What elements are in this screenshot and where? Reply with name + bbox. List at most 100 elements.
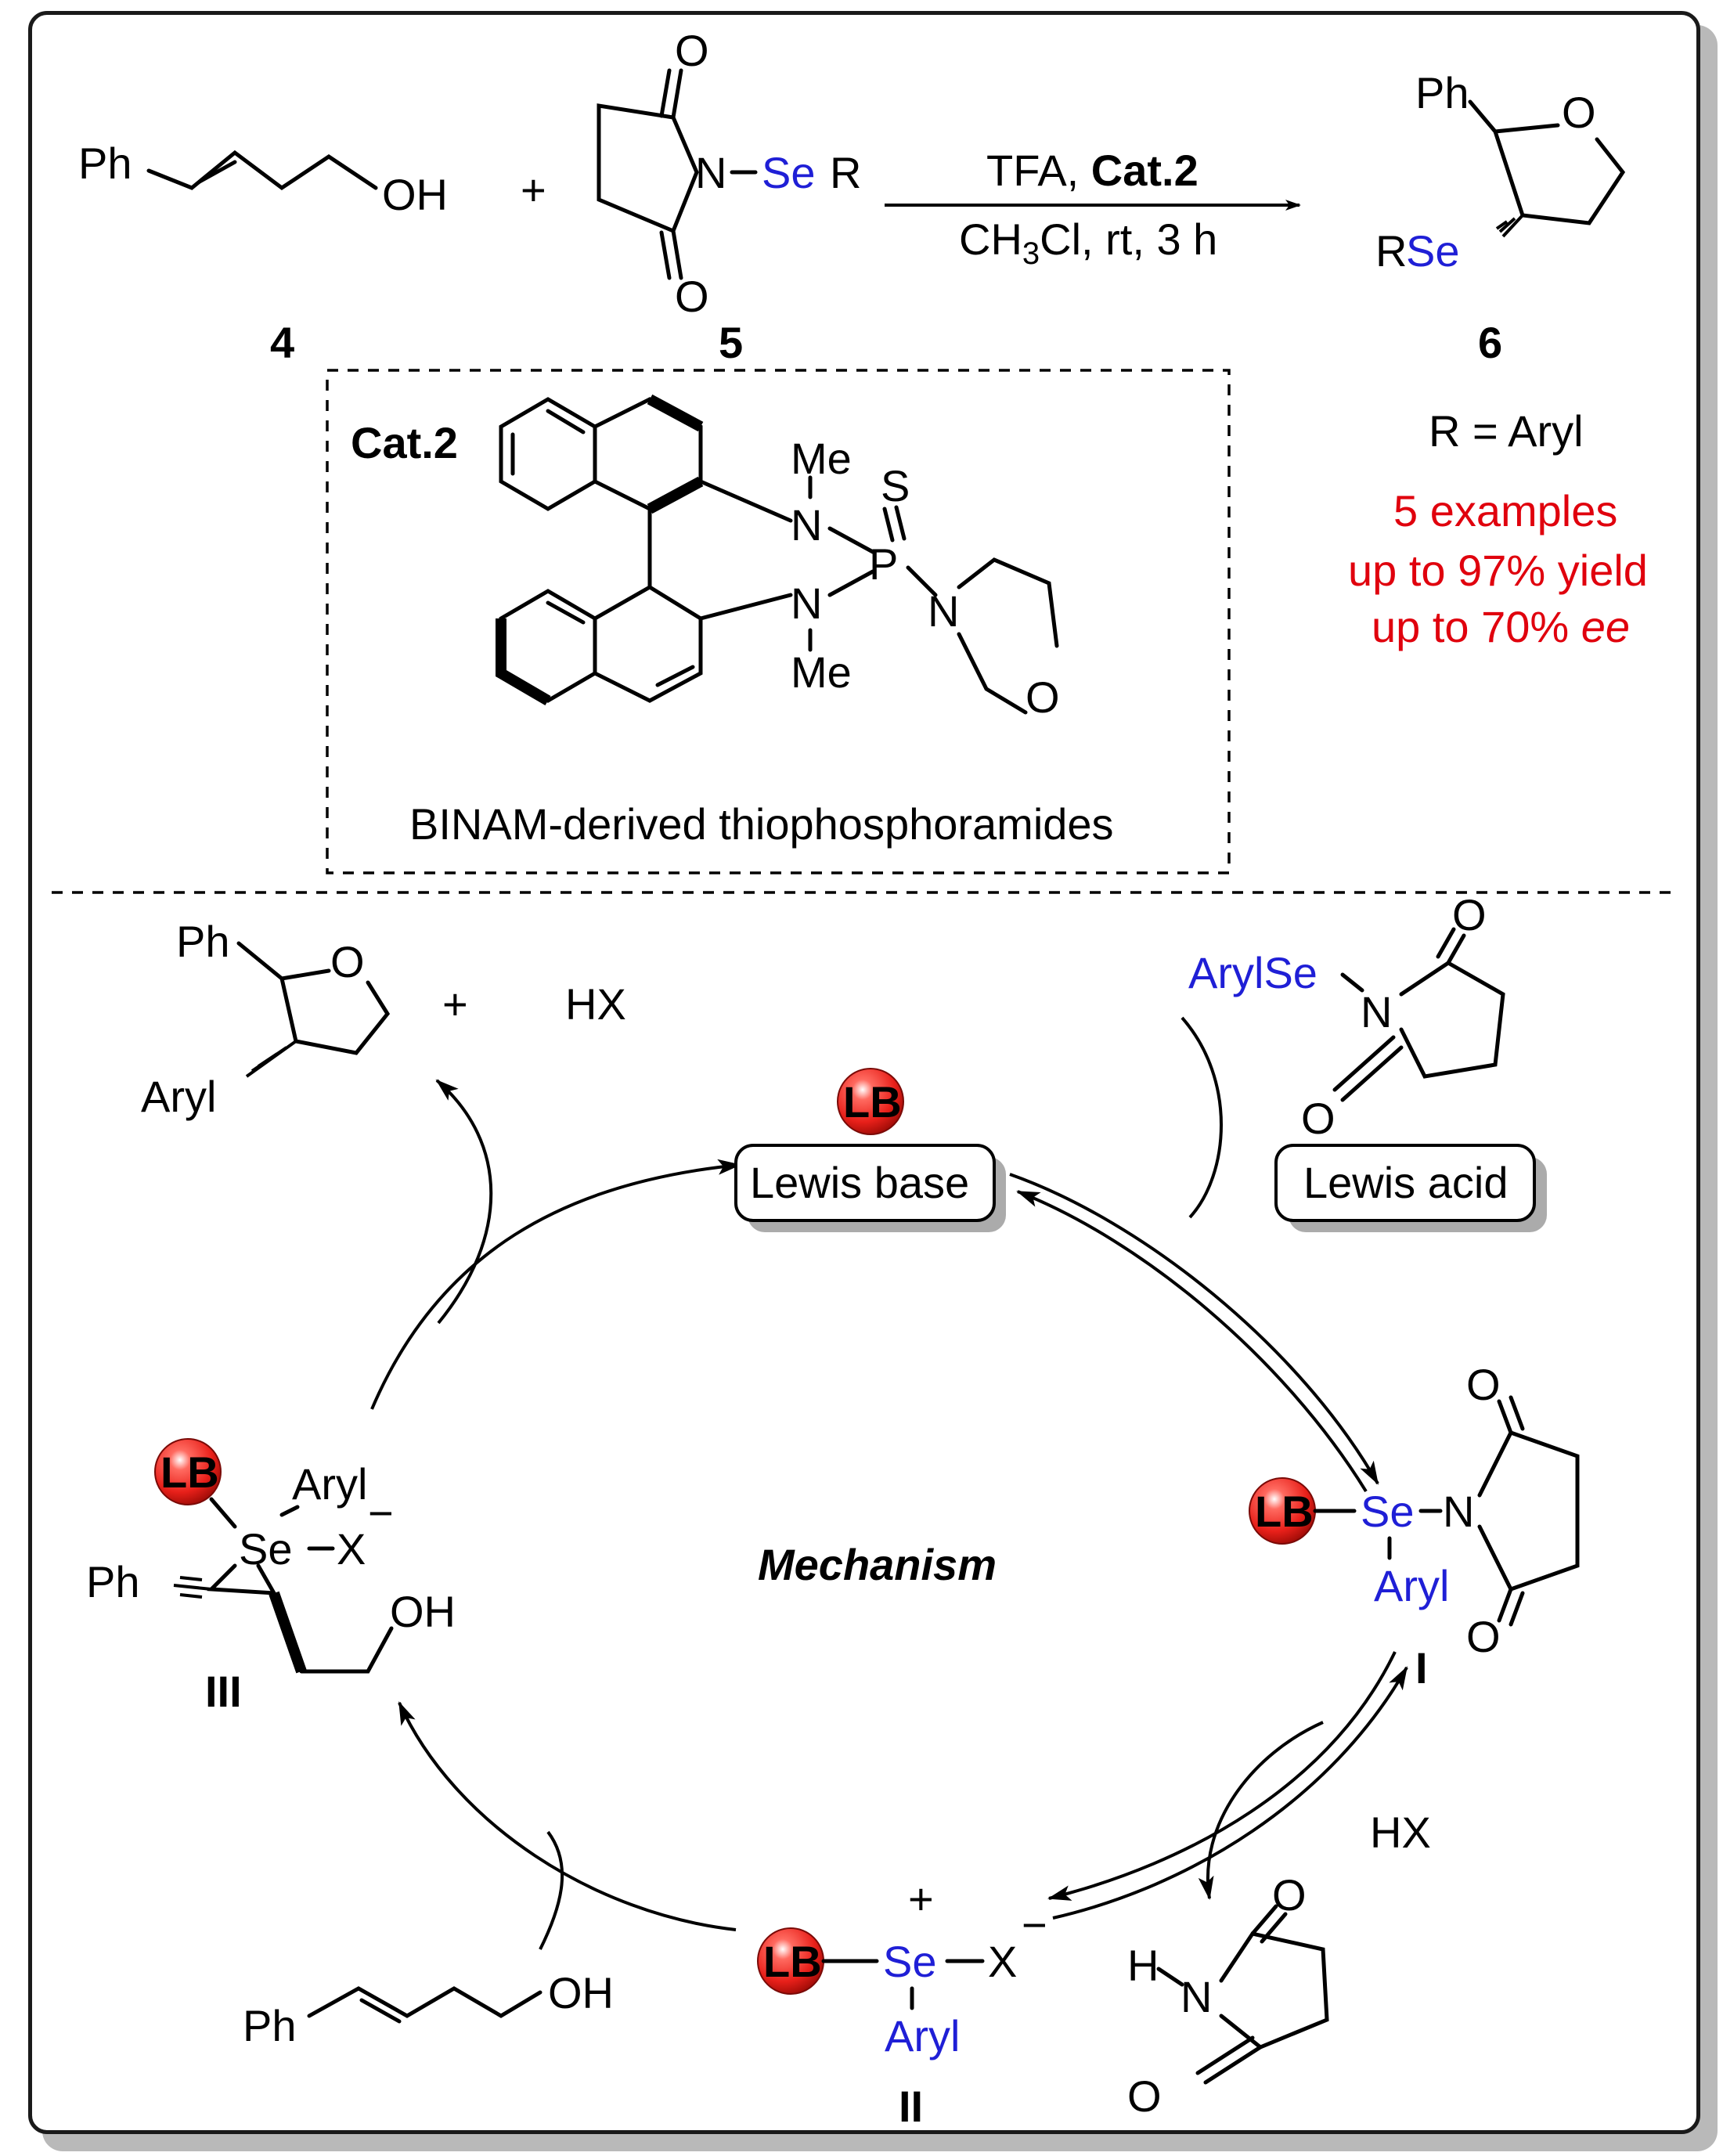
cycle-arc-i-to-ii <box>1047 1651 1397 1901</box>
catalyst-p: P <box>869 539 898 589</box>
product-ph-label: Ph <box>1415 68 1469 117</box>
iii-wedge-bond <box>269 1591 307 1674</box>
product-o: O <box>1562 88 1596 137</box>
i-co-top <box>1497 1395 1525 1435</box>
lewis-base-node: LB Lewis base <box>734 1068 1006 1232</box>
succinimide-release-arrow <box>1198 1721 1324 1900</box>
reagent-o-bottom: O <box>675 272 709 321</box>
catalyst-s: S <box>881 461 910 510</box>
iii-ph: Ph <box>86 1557 140 1606</box>
product-hash-bond <box>1495 214 1524 238</box>
iii-seleniranium <box>207 1563 278 1595</box>
upper-naph-bold-edge <box>647 394 704 432</box>
ii-minus: − <box>1022 1900 1047 1949</box>
compound-label-4: 4 <box>270 318 294 367</box>
iii-minus: − <box>368 1488 394 1538</box>
lewis-base-label: Lewis base <box>750 1158 969 1207</box>
ii-plus: + <box>908 1874 934 1923</box>
catalyst-n-bottom: N <box>791 579 822 628</box>
p-s-bond <box>882 505 907 543</box>
reagent-n: N <box>695 148 726 197</box>
catalyst-structure: Cat.2 N N Me Me P S N O BINAM-derived th… <box>351 394 1114 849</box>
succ-o-bottom: O <box>1127 2071 1162 2121</box>
ii-se: Se <box>883 1937 937 1986</box>
compound-label-5: 5 <box>719 318 743 367</box>
succ-co-top <box>1250 1904 1288 1944</box>
arylse-label: ArylSe <box>1188 948 1317 997</box>
iii-hash-bond <box>173 1576 212 1599</box>
i-lb-label: LB <box>1255 1487 1314 1536</box>
conditions-bottom: CH3Cl, rt, 3 h <box>959 215 1217 271</box>
upper-naph-ring-a <box>499 397 597 511</box>
iii-chain <box>299 1626 394 1674</box>
lewis-acid-o-top: O <box>1452 890 1487 939</box>
substrate-oh-label: OH <box>382 170 448 219</box>
succinimide-product: H N O O <box>1127 1870 1329 2121</box>
substrate-ph-label: Ph <box>78 139 132 188</box>
r-definition: R = Aryl <box>1429 406 1584 456</box>
n-p-bonds <box>827 526 875 597</box>
iii-lb-se-bond <box>209 1497 237 1529</box>
intermediate-III: LB Aryl Se X − Ph OH III <box>86 1438 456 1716</box>
product-release-arrow <box>435 1079 493 1325</box>
alkene-entry-arrow <box>539 1830 564 1950</box>
iii-lb-ball <box>154 1438 222 1505</box>
substrate-chain-bond <box>146 150 378 191</box>
lb-ball-label: LB <box>843 1077 902 1127</box>
morpholine-bonds <box>957 557 1059 715</box>
i-co-bottom <box>1497 1587 1525 1627</box>
iii-lb-label: LB <box>160 1448 219 1497</box>
lewis-acid-label: Lewis acid <box>1303 1158 1508 1207</box>
alkene-ph: Ph <box>243 2001 297 2050</box>
conditions-top: TFA, Cat.2 <box>986 146 1199 195</box>
iii-aryl: Aryl <box>292 1459 367 1509</box>
reagent-carbonyl-bottom-bond <box>659 229 683 280</box>
lewis-acid-o-bottom: O <box>1301 1094 1336 1143</box>
catalyst-o-morph: O <box>1026 672 1060 722</box>
lewis-acid-reagent: ArylSe N O O Lewis acid <box>1188 890 1547 1232</box>
cycle-arc-i-to-lb <box>1016 1190 1368 1493</box>
catalyst-me-bottom: Me <box>791 647 852 697</box>
lb-ball <box>837 1068 904 1135</box>
c-n-bonds <box>698 479 793 621</box>
reaction-arrow: TFA, Cat.2 CH3Cl, rt, 3 h <box>885 146 1301 271</box>
results-ee: up to 70% ee <box>1372 602 1630 651</box>
cycle-arc-lb-to-i <box>1009 1173 1379 1485</box>
cycle-arc-ii-to-i <box>1052 1666 1408 1920</box>
reagent-r: R <box>830 148 861 197</box>
alkene-chain <box>307 1986 542 2018</box>
hx-release: HX <box>1370 1808 1431 1857</box>
lewis-acid-co-bottom <box>1332 1035 1404 1102</box>
lower-naph-ring-b <box>593 585 703 703</box>
intermediate-I: LB Se N O O Aryl I <box>1249 1360 1580 1693</box>
reaction-plus: + <box>521 165 546 215</box>
lewis-acid-n: N <box>1361 987 1392 1037</box>
results-yield: up to 97% yield <box>1348 546 1648 595</box>
mech-product-hx: HX <box>565 979 626 1029</box>
reagent-5: O O N Se R 5 <box>597 26 861 367</box>
lewis-base-box <box>734 1144 996 1222</box>
reagent-se: Se <box>762 148 816 197</box>
mech-product-ph: Ph <box>176 917 230 966</box>
succ-o-top: O <box>1272 1870 1307 1920</box>
iii-oh: OH <box>390 1587 456 1636</box>
succ-co-bottom <box>1195 2035 1263 2085</box>
lewis-acid-box <box>1274 1144 1536 1222</box>
product-ring-bond <box>1468 99 1626 225</box>
lower-naph-inner-bonds <box>546 600 695 687</box>
substrate-4: Ph OH 4 <box>78 139 448 367</box>
ii-aryl: Aryl <box>885 2011 960 2060</box>
mechanism-title: Mechanism <box>758 1540 997 1589</box>
mech-product-hash <box>245 1040 297 1078</box>
catalyst-n-morph: N <box>928 586 959 636</box>
mech-product-aryl: Aryl <box>141 1072 216 1121</box>
compound-label-6: 6 <box>1478 318 1502 367</box>
lewis-acid-entry-arrow <box>1181 1016 1223 1219</box>
product-6: Ph O R Se 6 R = Aryl 5 examples up to 97… <box>1348 68 1648 651</box>
lewis-acid-co-top <box>1436 927 1466 965</box>
lower-naph-bold-edge <box>496 618 551 706</box>
succ-ring <box>1219 1931 1329 2050</box>
mech-product-o: O <box>330 937 365 986</box>
mech-product-ring <box>236 941 391 1055</box>
